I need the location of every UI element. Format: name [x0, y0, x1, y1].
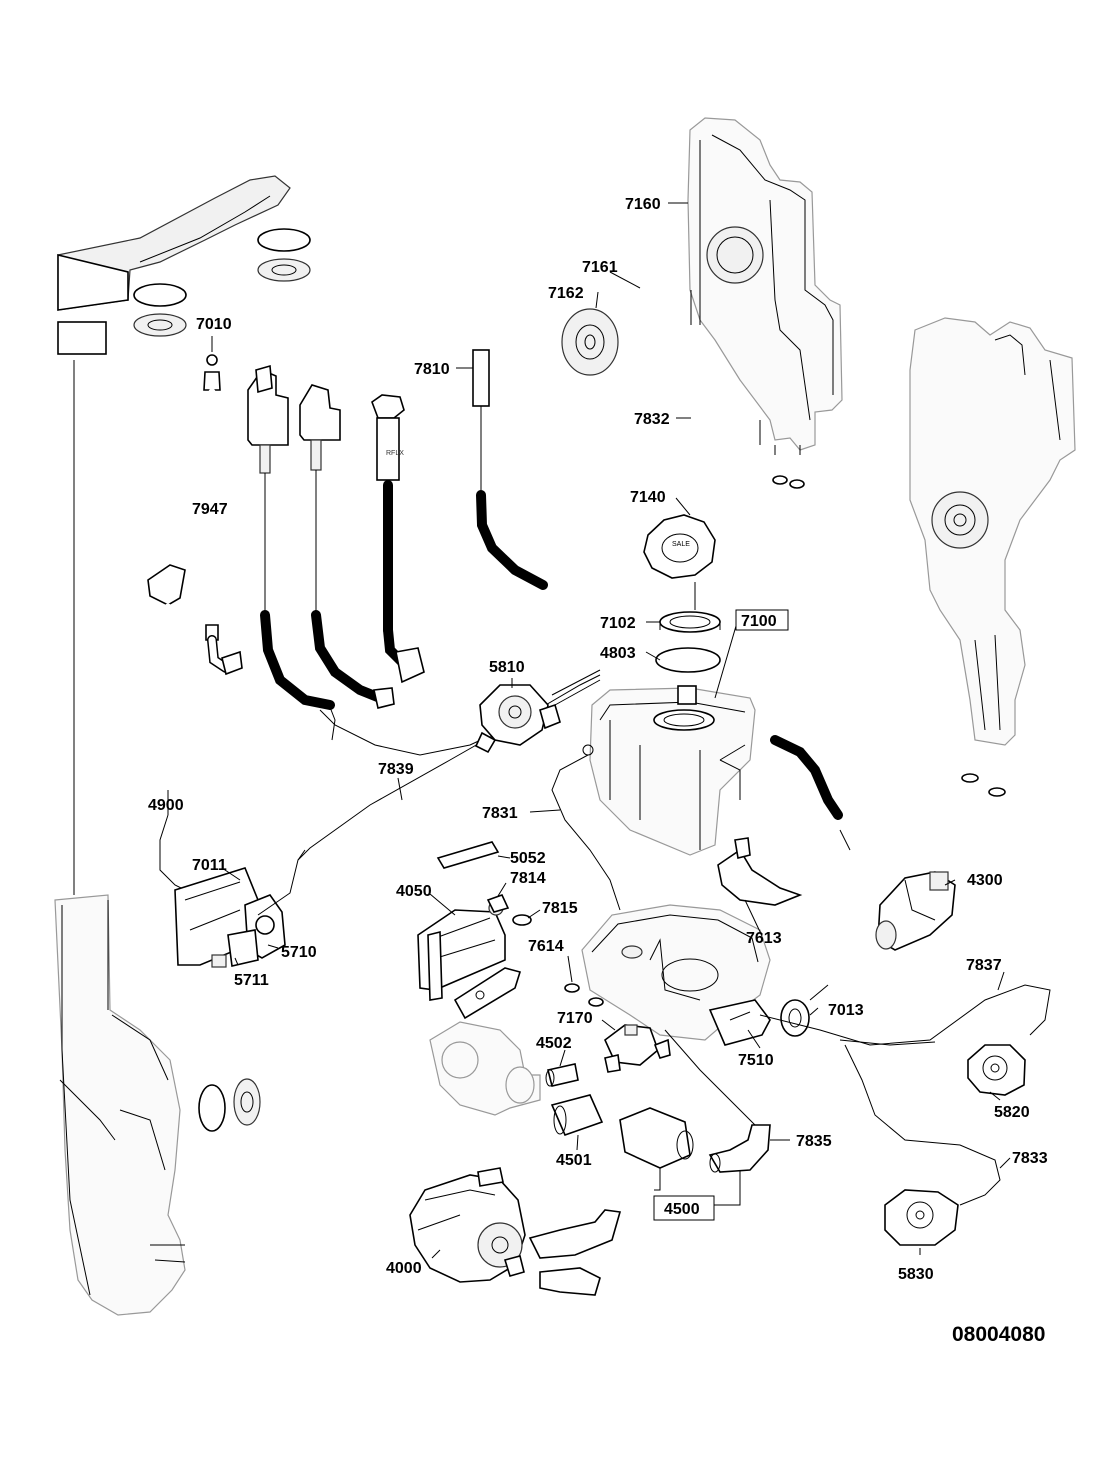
circulation-pump-grey	[429, 1021, 541, 1116]
hose-7831	[551, 754, 621, 911]
callout-4500-box	[653, 1195, 715, 1221]
water-pocket-7160	[687, 117, 843, 489]
callout-7011: 7011	[192, 857, 227, 874]
svg-text:RFLX: RFLX	[386, 450, 404, 457]
hose-guide-line-a	[551, 669, 601, 696]
callout-5830: 5830	[898, 1266, 934, 1283]
svg-text:SALE: SALE	[672, 541, 690, 548]
hose-7839	[257, 674, 601, 916]
valve-7170	[604, 1024, 671, 1073]
callout-4502: 4502	[536, 1035, 572, 1052]
pressure-switch-5820	[967, 1044, 1026, 1096]
salt-cap-7140: SALE	[643, 514, 716, 579]
callout-5710: 5710	[281, 944, 317, 961]
hose-guide-line-b	[554, 679, 601, 706]
pump-4050	[417, 900, 506, 1001]
callout-5810: 5810	[489, 659, 525, 676]
callout-5711: 5711	[234, 972, 269, 989]
cable-7837	[759, 984, 1051, 1046]
callout-7160: 7160	[625, 196, 661, 213]
inlet-hose-rflx: RFLX	[371, 394, 425, 684]
top-duct-part	[57, 175, 291, 355]
clamp-7814	[486, 894, 510, 913]
callout-7815: 7815	[542, 900, 578, 917]
callout-7013: 7013	[828, 1002, 864, 1019]
gasket-7161	[608, 283, 672, 357]
callout-7162: 7162	[548, 285, 584, 302]
callout-7810: 7810	[414, 361, 450, 378]
gasket-4803	[655, 647, 721, 673]
nut-7102	[659, 611, 721, 633]
heater-connector	[453, 967, 522, 1020]
callout-labels: 7160 7161 7162 7010 7810 7832 7947 7140 …	[148, 196, 1048, 1346]
callout-7614: 7614	[528, 938, 564, 955]
leader-lines	[167, 202, 1011, 1259]
callout-5052: 5052	[510, 850, 546, 867]
aquastop-hose-a	[247, 364, 336, 741]
seal-7013	[780, 984, 829, 1037]
callout-7833: 7833	[1012, 1150, 1048, 1167]
callout-7510: 7510	[738, 1052, 774, 1069]
clamp-7815	[512, 914, 532, 926]
tube-7832	[690, 290, 701, 509]
callout-4500: 4500	[664, 1201, 700, 1218]
callout-7814: 7814	[510, 870, 546, 887]
callout-7835: 7835	[796, 1133, 832, 1150]
callout-4050: 4050	[396, 883, 432, 900]
callout-7010: 7010	[196, 316, 232, 333]
callout-7100-box	[735, 609, 789, 631]
hose-4501	[550, 1094, 604, 1137]
hose-7833	[844, 1044, 1001, 1206]
motor-hoses	[528, 1209, 622, 1296]
hose-4502	[545, 1063, 579, 1087]
long-air-duct-part	[54, 894, 186, 1316]
callout-7170: 7170	[557, 1010, 593, 1027]
pressure-switch-5830	[884, 1189, 959, 1246]
hose-7835	[664, 1029, 771, 1173]
mains-cable-4900	[147, 564, 186, 891]
callout-4900: 4900	[148, 797, 184, 814]
callout-7837: 7837	[966, 957, 1002, 974]
side-panel-part	[909, 317, 1076, 797]
callout-4300: 4300	[967, 872, 1003, 889]
callout-7839: 7839	[378, 761, 414, 778]
callout-4501: 4501	[556, 1152, 592, 1169]
pump-motor-4000	[409, 1167, 526, 1283]
callout-4803: 4803	[600, 645, 636, 662]
callout-7100: 7100	[741, 613, 777, 630]
callout-7613: 7613	[746, 930, 782, 947]
valve-board-group	[174, 867, 286, 968]
heater-4500	[619, 1107, 694, 1169]
drain-hose-corrugated	[770, 735, 851, 851]
drain-pump-4300	[875, 871, 956, 951]
duct-gasket-rings	[133, 228, 311, 337]
callout-7161: 7161	[582, 259, 618, 276]
callout-7831: 7831	[482, 805, 518, 822]
callout-7140: 7140	[630, 489, 666, 506]
inlet-hose-7947	[203, 354, 243, 676]
callout-7102: 7102	[600, 615, 636, 632]
flow-sensor-5810	[474, 684, 561, 754]
sump-7510	[581, 904, 771, 1046]
callout-5820: 5820	[994, 1104, 1030, 1121]
salt-container-7100	[582, 685, 756, 856]
callout-4000: 4000	[386, 1260, 422, 1277]
guard-7613	[717, 837, 803, 906]
aquastop-hose-b	[299, 384, 395, 709]
callout-7947: 7947	[192, 501, 228, 518]
duct-seal-rings	[198, 1078, 261, 1132]
cap-7162	[561, 308, 619, 376]
hose-7810	[472, 349, 548, 590]
callout-7832: 7832	[634, 411, 670, 428]
o-rings-7614	[564, 983, 604, 1007]
diagram-code: 08004080	[952, 1323, 1045, 1346]
bracket-5052	[436, 841, 500, 869]
